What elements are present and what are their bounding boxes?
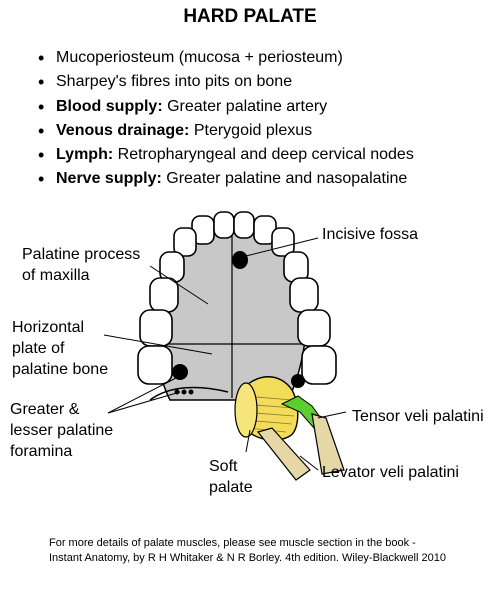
footer-note: For more details of palate muscles, plea… <box>49 537 446 564</box>
soft-palate-section <box>234 382 258 438</box>
tooth <box>233 211 255 239</box>
label-horizontal-plate: Horizontal plate of palatine bone <box>12 319 109 378</box>
leader-tensor <box>317 411 347 419</box>
tooth <box>137 345 173 385</box>
page-title: HARD PALATE <box>183 6 317 27</box>
tooth <box>289 277 319 313</box>
leader-palatine-process <box>149 265 209 305</box>
tooth <box>139 309 173 347</box>
list-item: Lymph: Retropharyngeal and deep cervical… <box>38 143 414 168</box>
leader-horizontal-plate <box>103 334 213 355</box>
tooth <box>173 227 197 257</box>
label-greater-lesser-foramina: Greater & lesser palatine foramina <box>10 401 114 460</box>
lesser-palatine-foramen <box>181 389 187 395</box>
label-incisive-fossa: Incisive fossa <box>322 226 419 243</box>
list-item: Nerve supply: Greater palatine and nasop… <box>38 167 414 192</box>
leader-lesser-foramina <box>107 391 181 414</box>
list-item: Mucoperiosteum (mucosa + periosteum) <box>38 46 414 71</box>
list-item: Blood supply: Greater palatine artery <box>38 95 414 120</box>
tooth <box>297 309 331 347</box>
leader-lines <box>103 237 347 471</box>
teeth <box>137 211 337 385</box>
leader-incisive <box>245 237 319 257</box>
tooth <box>271 227 295 257</box>
label-tensor-veli-palatini: Tensor veli palatini <box>352 408 484 425</box>
hamulus-dot <box>291 374 305 388</box>
list-item: Venous drainage: Pterygoid plexus <box>38 119 414 144</box>
leader-soft-palate <box>245 429 251 453</box>
tooth <box>149 277 179 313</box>
tensor-veli-palatini-muscle <box>311 413 345 475</box>
label-levator-veli-palatini: Levator veli palatini <box>322 464 459 481</box>
posterior-edge <box>149 386 229 401</box>
tooth <box>301 345 337 385</box>
leader-levator <box>299 455 319 471</box>
label-soft-palate: Soft palate <box>209 458 253 496</box>
greater-palatine-foramen <box>172 364 188 380</box>
lesser-palatine-foramen <box>188 389 194 395</box>
tooth <box>213 211 235 239</box>
incisive-fossa-dot <box>232 251 248 269</box>
leader-greater-foramen <box>107 377 177 414</box>
levator-veli-palatini-muscle <box>256 427 311 481</box>
list-item: Sharpey's fibres into pits on bone <box>38 70 414 95</box>
summary-list: Mucoperiosteum (mucosa + periosteum) Sha… <box>38 46 414 192</box>
label-palatine-process: Palatine process of maxilla <box>22 246 141 284</box>
